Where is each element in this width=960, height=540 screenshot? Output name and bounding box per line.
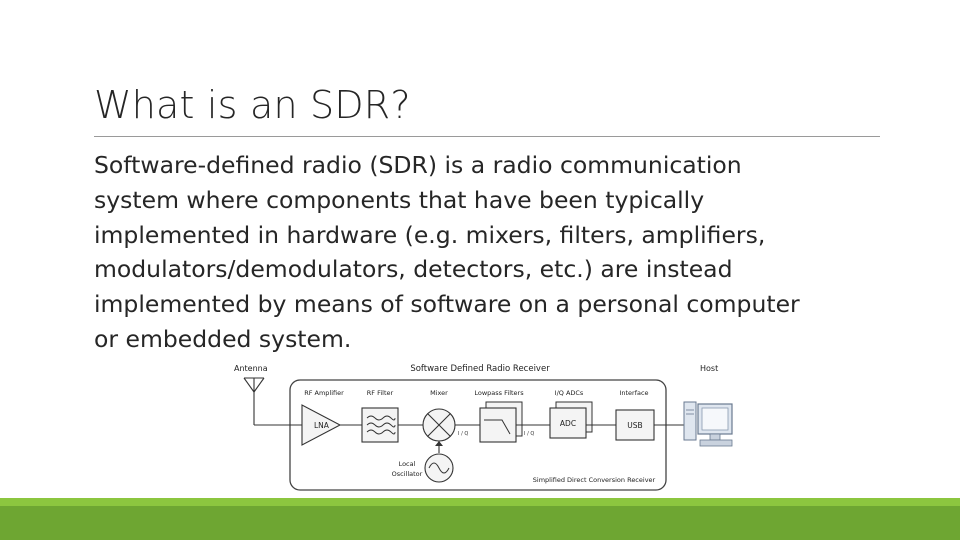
body-line: Software-defined radio (SDR) is a radio … — [94, 151, 742, 179]
body-line: system where components that have been t… — [94, 185, 705, 214]
mixer-icon — [422, 408, 456, 442]
antenna-icon — [243, 377, 302, 426]
diagram-title: Software Defined Radio Receiver — [410, 364, 550, 374]
slide-title: What is an SDR? — [94, 83, 411, 127]
usb-interface-icon — [615, 409, 655, 441]
local-oscillator-label-1: Local — [399, 460, 416, 468]
body-line: modulators/demodulators, detectors, etc.… — [94, 255, 733, 284]
local-oscillator-label-2: Oscillator — [392, 470, 423, 478]
receiver-enclosure — [289, 379, 667, 491]
slide-body: Software-defined radio (SDR) is a radio … — [94, 148, 894, 357]
footer-bar — [0, 498, 960, 540]
body-line: implemented by means of software on a pe… — [94, 290, 800, 319]
host-label: Host — [700, 364, 718, 373]
lowpass-filter-icon — [479, 401, 523, 443]
antenna-label: Antenna — [234, 364, 268, 373]
adc-label: ADC — [560, 419, 576, 428]
title-divider — [94, 136, 880, 137]
host-computer-icon — [683, 401, 733, 447]
rf-filter-icon — [361, 407, 399, 443]
lna-amplifier-icon — [301, 404, 342, 446]
rf-filter-label: RF Filter — [367, 389, 394, 397]
adc-icon — [549, 401, 593, 439]
sdr-block-diagram: Software Defined Radio Receiver Antenna … — [234, 364, 733, 491]
iq-adcs-label: I/Q ADCs — [555, 389, 584, 397]
footer-stripe — [0, 498, 960, 506]
iq-label-filter: I / Q — [524, 431, 534, 437]
iq-label-mixer: I / Q — [458, 431, 468, 437]
diagram-caption: Simplified Direct Conversion Receiver — [533, 476, 656, 484]
body-line: or embedded system. — [94, 324, 352, 353]
usb-label: USB — [627, 421, 642, 430]
lna-label: LNA — [314, 421, 330, 430]
lowpass-filters-label: Lowpass Filters — [474, 389, 524, 397]
body-line: implemented in hardware (e.g. mixers, fi… — [94, 220, 766, 249]
mixer-label: Mixer — [430, 389, 448, 397]
rf-amplifier-label: RF Amplifier — [304, 389, 344, 397]
interface-label: Interface — [619, 389, 648, 397]
local-oscillator-icon — [424, 453, 454, 483]
